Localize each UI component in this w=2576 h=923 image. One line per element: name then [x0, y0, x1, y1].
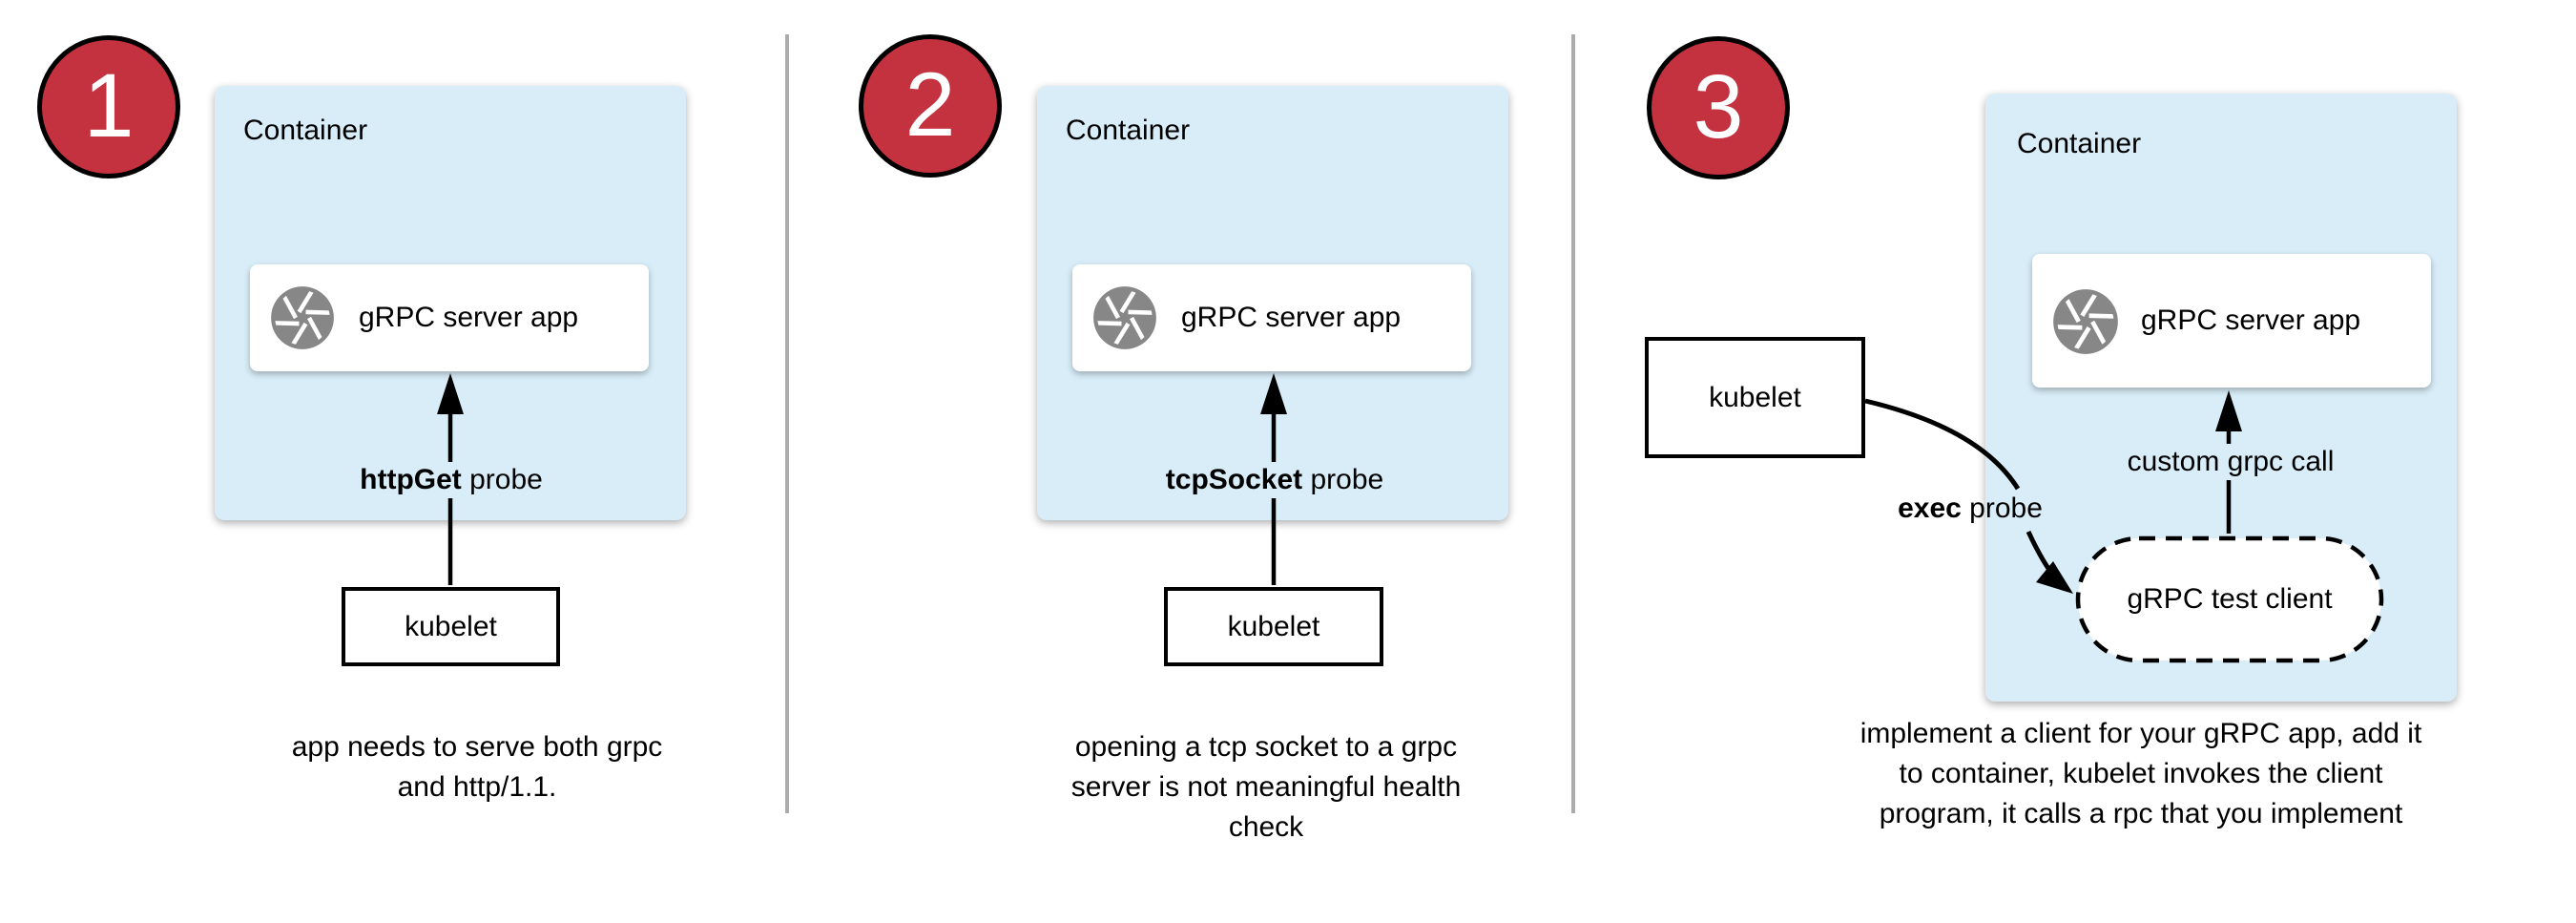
probe-label: httpGet probe	[350, 462, 552, 498]
probe-type: httpGet	[360, 464, 462, 495]
grpc-test-client-box: gRPC test client	[2075, 535, 2384, 663]
probe-type: tcpSocket	[1165, 464, 1303, 495]
kubelet-box: kubelet	[342, 587, 560, 666]
kubelet-label: kubelet	[405, 610, 497, 642]
grpc-server-app-box: gRPC server app	[1072, 264, 1471, 371]
step-number-badge: 3	[1647, 36, 1790, 179]
kubelet-box: kubelet	[1164, 587, 1383, 666]
kubelet-label: kubelet	[1709, 381, 1801, 413]
panel-divider	[1571, 34, 1575, 813]
container-label: Container	[2017, 128, 2142, 159]
grpc-server-app-box: gRPC server app	[2032, 254, 2431, 388]
probe-label: exec probe	[1898, 493, 2043, 524]
probe-label: tcpSocket probe	[1155, 462, 1394, 498]
aperture-icon	[1091, 284, 1158, 351]
grpc-server-app-label: gRPC server app	[2141, 304, 2361, 336]
step-number: 1	[83, 55, 135, 157]
aperture-icon	[2051, 287, 2118, 354]
step-number: 2	[904, 54, 956, 156]
panel-caption: implement a client for your gRPC app, ad…	[1859, 718, 2422, 829]
step-number-badge: 1	[37, 35, 180, 178]
panel-caption: app needs to serve both grpc and http/1.…	[291, 731, 663, 803]
grpc-server-app-label: gRPC server app	[1181, 302, 1402, 333]
kubelet-box: kubelet	[1645, 337, 1865, 458]
grpc-test-client-label: gRPC test client	[2127, 583, 2333, 615]
panel-divider	[785, 34, 789, 813]
container-label: Container	[1066, 115, 1191, 146]
step-number: 3	[1693, 56, 1744, 157]
panel-caption: opening a tcp socket to a grpc server is…	[1070, 731, 1462, 843]
custom-grpc-call-label: custom grpc call	[2117, 444, 2344, 480]
grpc-server-app-box: gRPC server app	[250, 264, 649, 371]
aperture-icon	[269, 284, 336, 351]
probe-type: exec	[1898, 493, 1962, 524]
grpc-server-app-label: gRPC server app	[359, 302, 579, 333]
container-label: Container	[243, 115, 368, 146]
kubelet-label: kubelet	[1227, 610, 1320, 642]
step-number-badge: 2	[859, 34, 1002, 178]
